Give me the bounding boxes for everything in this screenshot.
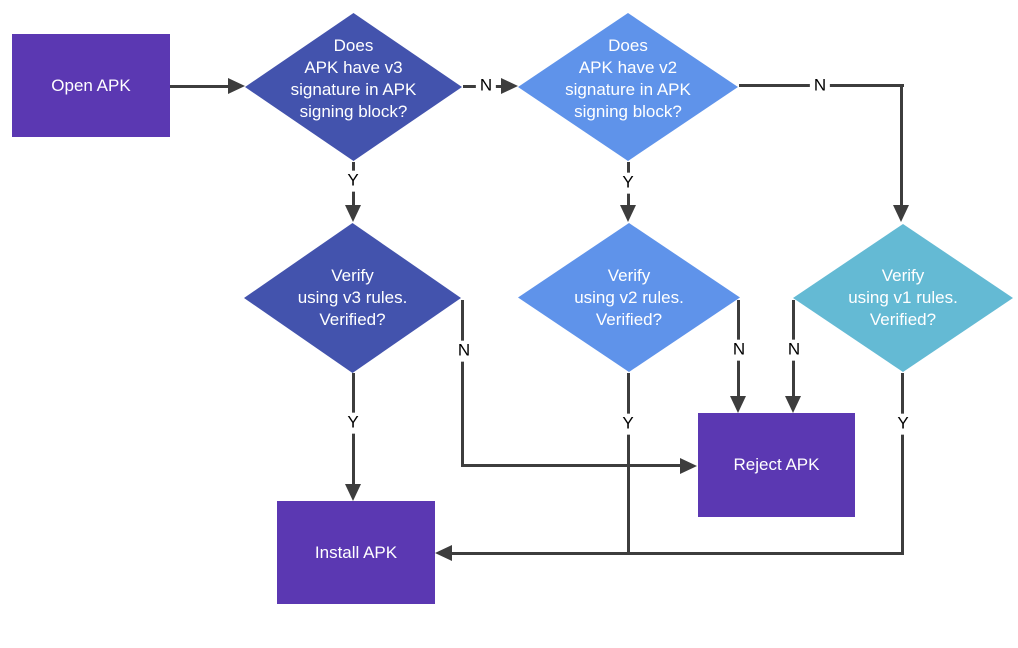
node-v2-signature-check-label: Does APK have v2 signature in APK signin… bbox=[565, 36, 691, 121]
edge-label-v3check-no: N bbox=[475, 75, 497, 97]
node-v3-signature-check-label: Does APK have v3 signature in APK signin… bbox=[290, 36, 417, 121]
edge-label-v3check-yes: Y bbox=[343, 170, 363, 192]
edge-v1verify-yes-line bbox=[452, 552, 904, 555]
arrowhead-icon bbox=[785, 396, 801, 413]
arrowhead-icon bbox=[345, 484, 361, 501]
arrowhead-icon bbox=[893, 205, 909, 222]
edge-label-v2verify-no: N bbox=[728, 339, 750, 361]
node-open-apk-label: Open APK bbox=[51, 75, 131, 95]
edge-open-to-v3check-line bbox=[170, 85, 232, 88]
edge-label-v2check-yes: Y bbox=[618, 172, 638, 194]
edge-v3verify-no-line bbox=[461, 300, 464, 467]
node-install-apk-label: Install APK bbox=[314, 542, 398, 562]
edge-label-v1verify-yes: Y bbox=[893, 413, 913, 435]
edge-label-v2check-no: N bbox=[809, 75, 831, 97]
node-install-apk: Install APK bbox=[277, 501, 435, 604]
node-v3-signature-check: Does APK have v3 signature in APK signin… bbox=[245, 13, 462, 161]
arrowhead-icon bbox=[680, 458, 697, 474]
edge-v1verify-yes-line bbox=[901, 373, 904, 554]
arrowhead-icon bbox=[345, 205, 361, 222]
edge-v2check-no-line bbox=[900, 84, 903, 210]
edge-v2verify-yes-line bbox=[627, 373, 630, 554]
edge-label-v2verify-yes: Y bbox=[618, 413, 638, 435]
node-reject-apk-label: Reject APK bbox=[733, 455, 820, 474]
edge-label-v3verify-yes: Y bbox=[343, 412, 363, 434]
edge-v3verify-no-line bbox=[461, 464, 685, 467]
node-open-apk: Open APK bbox=[12, 34, 170, 137]
node-reject-apk: Reject APK bbox=[698, 413, 855, 517]
arrowhead-icon bbox=[228, 78, 245, 94]
edge-label-v3verify-no: N bbox=[453, 340, 475, 362]
node-v2-verify-label: Verify using v2 rules. Verified? bbox=[574, 265, 684, 329]
node-v1-verify-label: Verify using v1 rules. Verified? bbox=[848, 266, 958, 329]
node-v3-verify: Verify using v3 rules. Verified? bbox=[244, 223, 461, 373]
arrowhead-icon bbox=[730, 396, 746, 413]
node-v2-signature-check: Does APK have v2 signature in APK signin… bbox=[518, 13, 738, 161]
node-v1-verify: Verify using v1 rules. Verified? bbox=[793, 224, 1013, 372]
arrowhead-icon bbox=[435, 545, 452, 561]
node-v2-verify: Verify using v2 rules. Verified? bbox=[518, 223, 740, 372]
edge-label-v1verify-no: N bbox=[783, 339, 805, 361]
node-v3-verify-label: Verify using v3 rules. Verified? bbox=[297, 266, 408, 329]
arrowhead-icon bbox=[501, 78, 518, 94]
arrowhead-icon bbox=[620, 205, 636, 222]
